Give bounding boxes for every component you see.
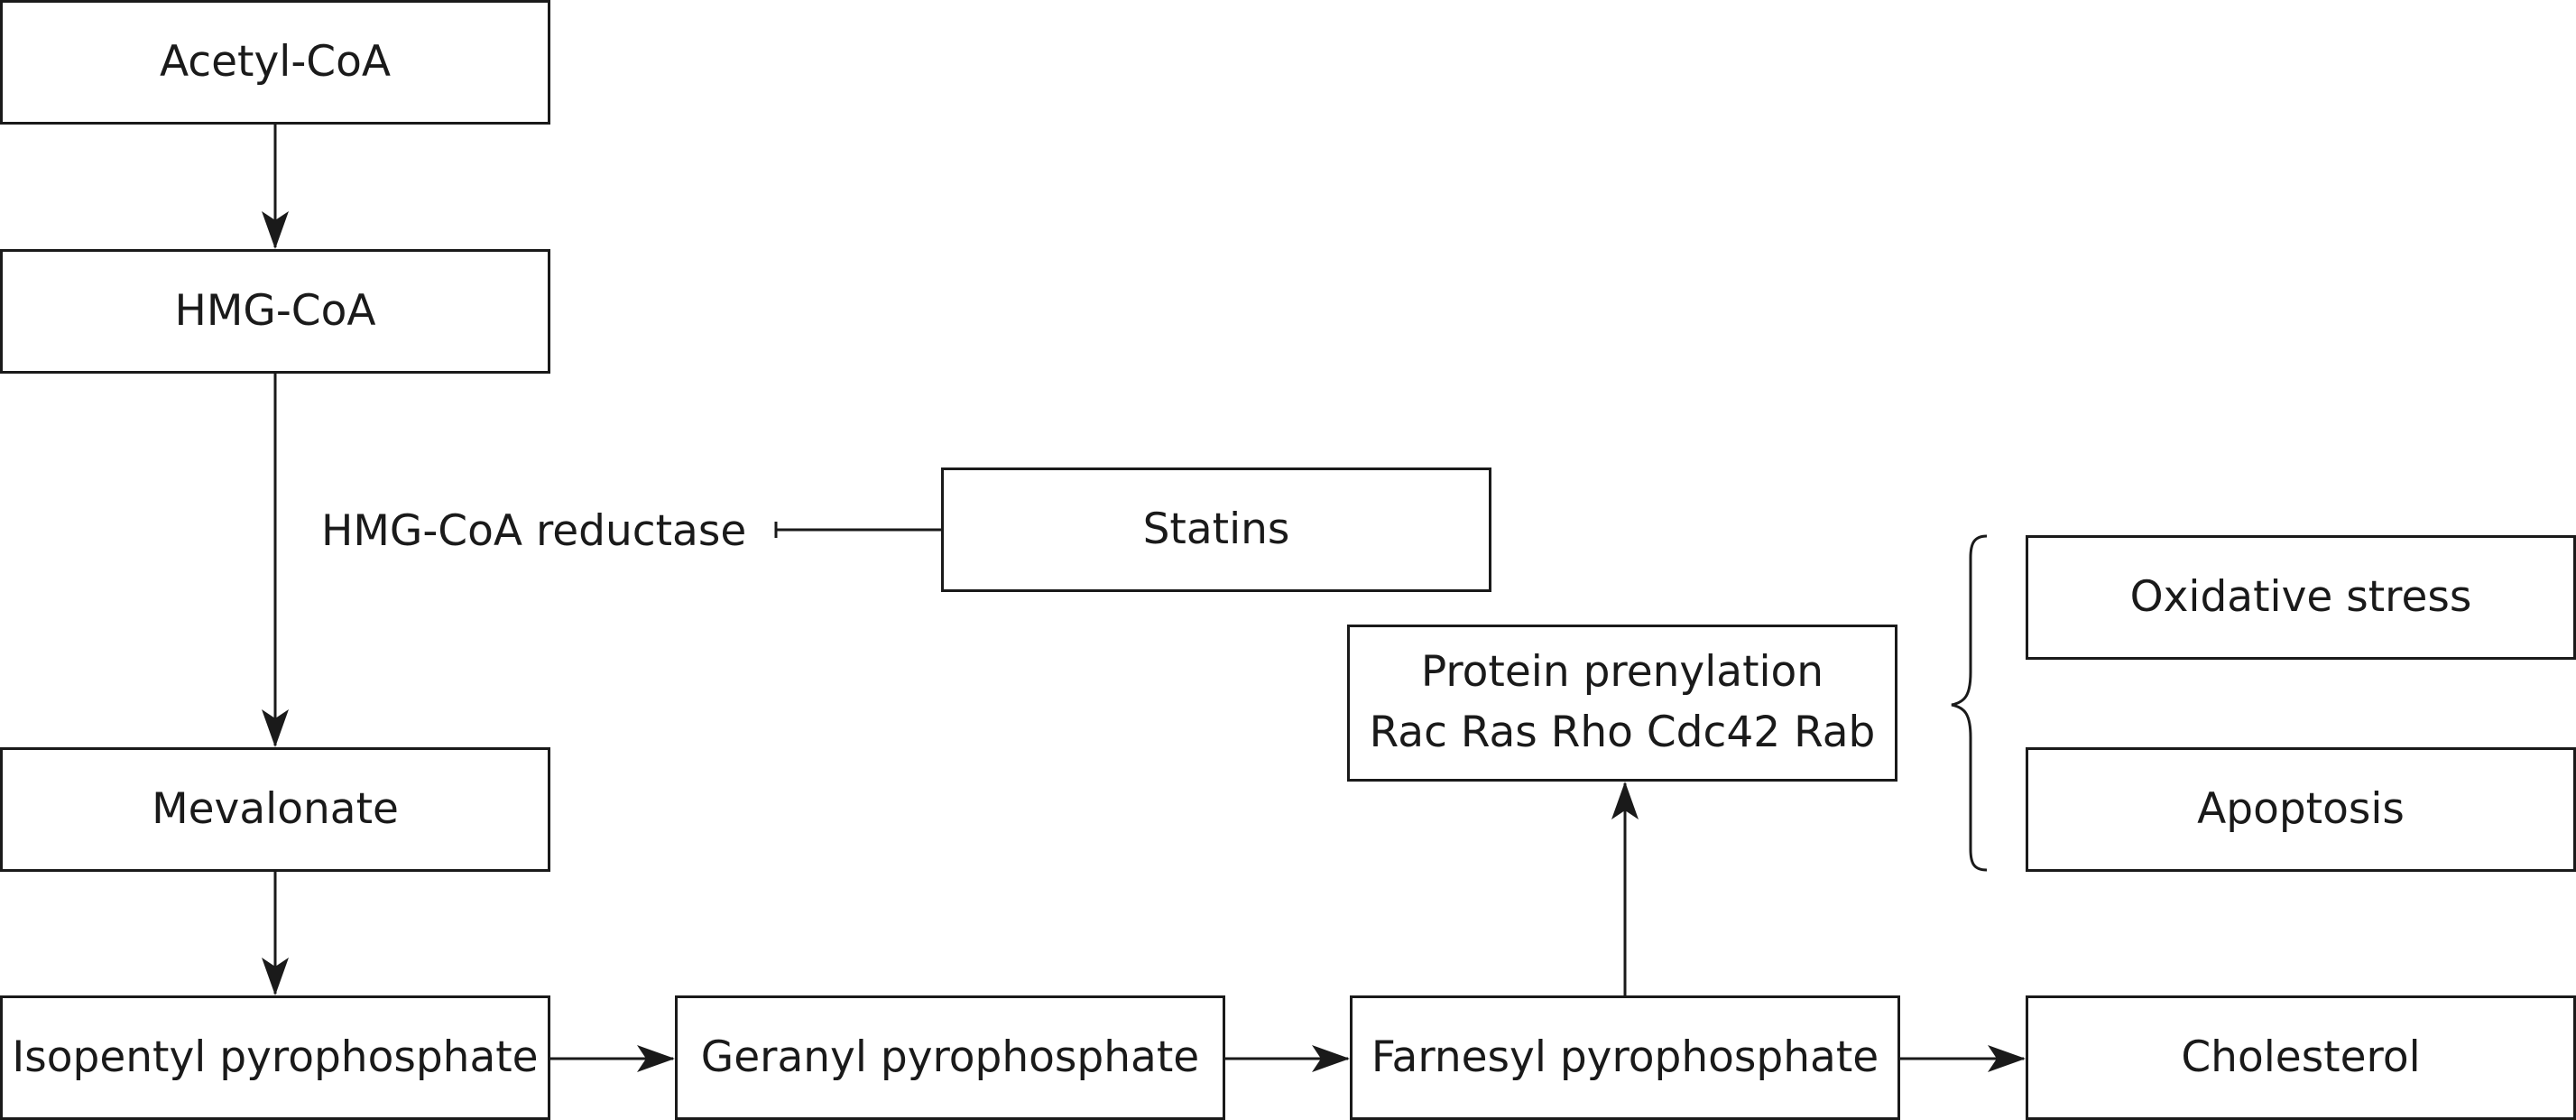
node-protein-prenylation: Protein prenylation Rac Ras Rho Cdc42 Ra… bbox=[1347, 625, 1897, 782]
arrowhead-hmg bbox=[262, 211, 289, 249]
arrowhead-mevalonate bbox=[262, 709, 289, 747]
node-hmg-coa-label: HMG-CoA bbox=[174, 285, 376, 336]
node-prenylation-line1: Protein prenylation bbox=[1420, 647, 1824, 698]
node-mevalonate: Mevalonate bbox=[0, 747, 550, 872]
node-geranyl-label: Geranyl pyrophosphate bbox=[700, 1032, 1200, 1082]
node-geranyl-pyrophosphate: Geranyl pyrophosphate bbox=[675, 995, 1225, 1120]
arrowhead-prenylation bbox=[1611, 782, 1639, 819]
node-statins: Statins bbox=[941, 467, 1491, 592]
node-isopentyl-pyrophosphate: Isopentyl pyrophosphate bbox=[0, 995, 550, 1120]
node-cholesterol: Cholesterol bbox=[2026, 995, 2576, 1120]
node-farnesyl-pyrophosphate: Farnesyl pyrophosphate bbox=[1350, 995, 1900, 1120]
arrowhead-farnesyl bbox=[1312, 1045, 1350, 1072]
node-acetyl-coa-label: Acetyl-CoA bbox=[159, 36, 392, 87]
node-apoptosis-label: Apoptosis bbox=[2197, 783, 2405, 834]
node-mevalonate-label: Mevalonate bbox=[152, 783, 399, 834]
node-prenylation-line2: Rac Ras Rho Cdc42 Rab bbox=[1369, 708, 1876, 757]
grouping-brace bbox=[1951, 534, 1988, 872]
enzyme-label-hmg-coa-reductase: HMG-CoA reductase bbox=[321, 506, 747, 556]
node-acetyl-coa: Acetyl-CoA bbox=[0, 0, 550, 125]
node-statins-label: Statins bbox=[1142, 504, 1290, 554]
arrowhead-cholesterol bbox=[1988, 1045, 2026, 1072]
node-cholesterol-label: Cholesterol bbox=[2181, 1032, 2421, 1082]
arrowhead-geranyl bbox=[637, 1045, 675, 1072]
node-oxidative-stress: Oxidative stress bbox=[2026, 535, 2576, 660]
node-isopentyl-label: Isopentyl pyrophosphate bbox=[12, 1032, 539, 1082]
node-oxidative-stress-label: Oxidative stress bbox=[2129, 571, 2472, 622]
arrowhead-isopentyl bbox=[262, 958, 289, 995]
node-farnesyl-label: Farnesyl pyrophosphate bbox=[1371, 1032, 1879, 1082]
node-hmg-coa: HMG-CoA bbox=[0, 249, 550, 374]
node-apoptosis: Apoptosis bbox=[2026, 747, 2576, 872]
